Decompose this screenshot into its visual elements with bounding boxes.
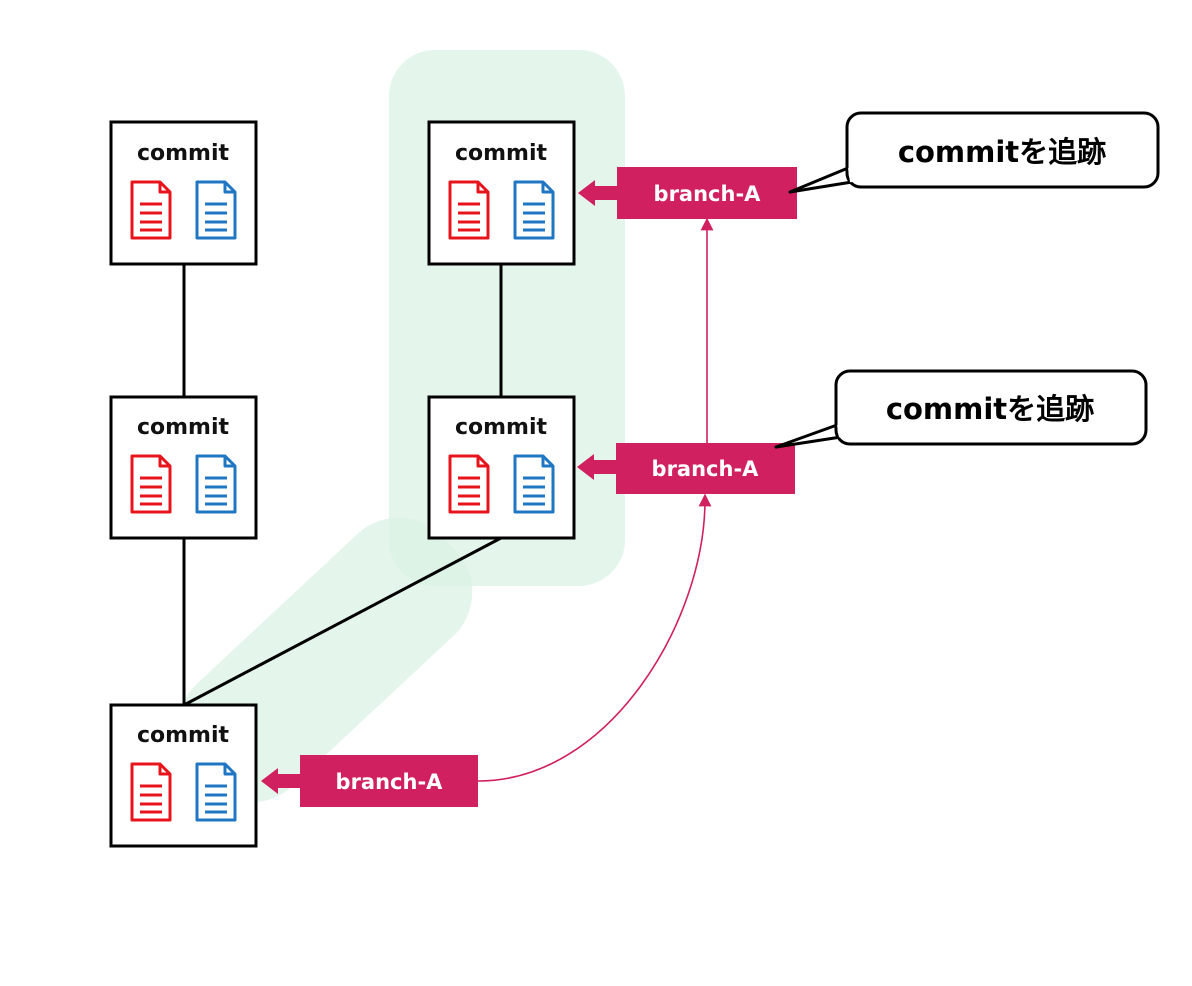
commit-node: commit [109, 120, 258, 266]
document-blue-icon [195, 180, 237, 240]
commit-node: commit [427, 120, 576, 266]
commit-label: commit [137, 415, 230, 440]
branch-pointer: branch-A [578, 167, 797, 219]
commit-node: commit [427, 395, 576, 540]
callout-bubble: commitを追跡 [788, 111, 1160, 194]
callout-text: commitを追跡 [898, 135, 1106, 169]
branch-label: branch-A [336, 770, 444, 794]
callout-text: commitを追跡 [886, 392, 1094, 426]
commit-label: commit [455, 415, 548, 440]
branch-pointer: branch-A [261, 755, 478, 807]
commit-edges [182, 264, 503, 707]
branch-label: branch-A [654, 182, 762, 206]
branch-pointer: branch-A [577, 443, 795, 494]
document-blue-icon [513, 180, 555, 240]
document-blue-icon [195, 762, 237, 822]
branch-move-arrow-lower [477, 493, 712, 782]
document-red-icon [130, 454, 172, 514]
callout-bubble: commitを追跡 [774, 369, 1148, 449]
commit-label: commit [137, 723, 230, 748]
commit-node: commit [109, 703, 258, 848]
document-red-icon [448, 180, 490, 240]
document-red-icon [130, 762, 172, 822]
commit-node: commit [109, 395, 258, 540]
branch-label: branch-A [652, 457, 760, 481]
document-blue-icon [195, 454, 237, 514]
commit-label: commit [137, 141, 230, 166]
document-blue-icon [513, 454, 555, 514]
document-red-icon [130, 180, 172, 240]
commit-label: commit [455, 141, 548, 166]
document-red-icon [448, 454, 490, 514]
